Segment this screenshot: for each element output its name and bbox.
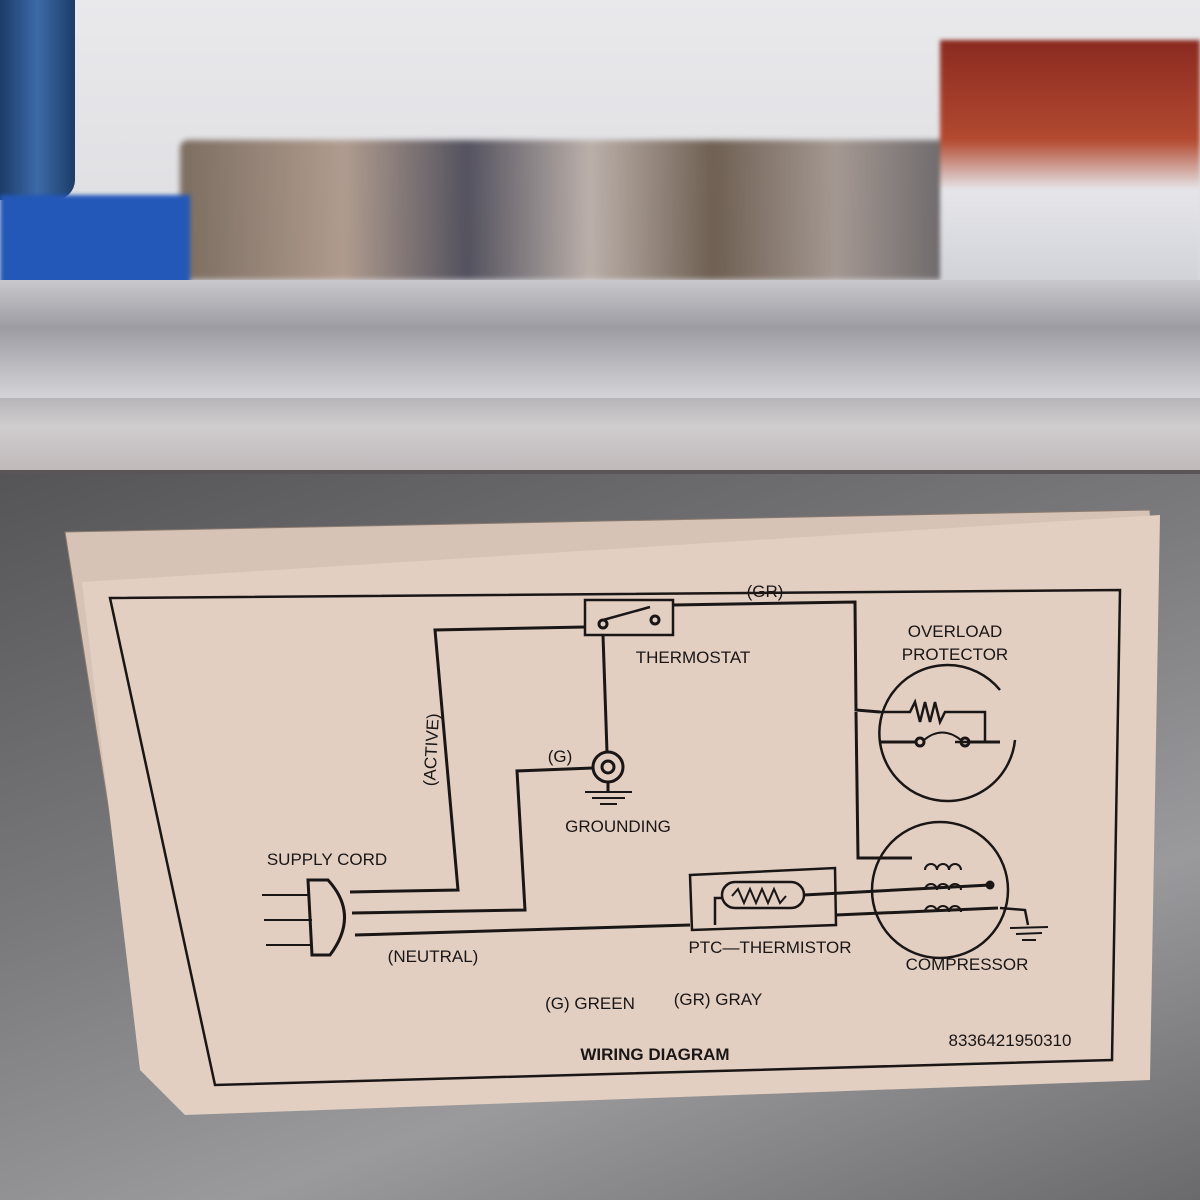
- freezer-lid: [0, 280, 1200, 400]
- label-overload: OVERLOAD: [908, 622, 1002, 641]
- gray-wire: [672, 600, 881, 714]
- label-green-wire: (G): [548, 747, 573, 766]
- sticker: [82, 515, 1160, 1115]
- label-ptc-thermistor: PTC—THERMISTOR: [688, 938, 851, 957]
- thermostat-switch: [583, 598, 675, 637]
- label-neutral: (NEUTRAL): [388, 947, 479, 966]
- legend-green: (G) GREEN: [545, 994, 635, 1013]
- compressor: [870, 820, 1010, 960]
- ground-link: [601, 634, 609, 753]
- green-wire: [351, 766, 594, 915]
- label-thermostat: THERMOSTAT: [636, 648, 751, 667]
- neutral-wire: [354, 923, 691, 937]
- overload-protector: [878, 663, 1017, 803]
- diagram-title: WIRING DIAGRAM: [580, 1045, 729, 1064]
- label-grounding: GROUNDING: [565, 817, 671, 836]
- freezer-lid-edge: [0, 398, 1200, 474]
- plug-icon: [306, 878, 346, 957]
- label-gray-wire: (GR): [747, 582, 784, 601]
- diagram-labels: (GR) THERMOSTAT OVERLOAD PROTECTOR (ACTI…: [267, 582, 1072, 1064]
- blue-tray: [0, 195, 190, 285]
- legend-gray: (GR) GRAY: [674, 990, 762, 1009]
- sticker-border: [108, 588, 1122, 1087]
- label-supply-cord: SUPPLY CORD: [267, 850, 387, 869]
- active-wire: [349, 625, 586, 894]
- shelf-clutter: [180, 140, 1000, 280]
- part-number: 8336421950310: [949, 1031, 1072, 1050]
- blue-container: [0, 0, 75, 200]
- stacked-boxes: [940, 40, 1200, 290]
- label-protector: PROTECTOR: [902, 645, 1008, 664]
- label-active: (ACTIVE): [420, 713, 443, 787]
- label-compressor: COMPRESSOR: [906, 955, 1029, 974]
- switch-contact: [649, 614, 661, 626]
- wires: [262, 598, 1049, 960]
- ptc-thermistor: [688, 866, 838, 932]
